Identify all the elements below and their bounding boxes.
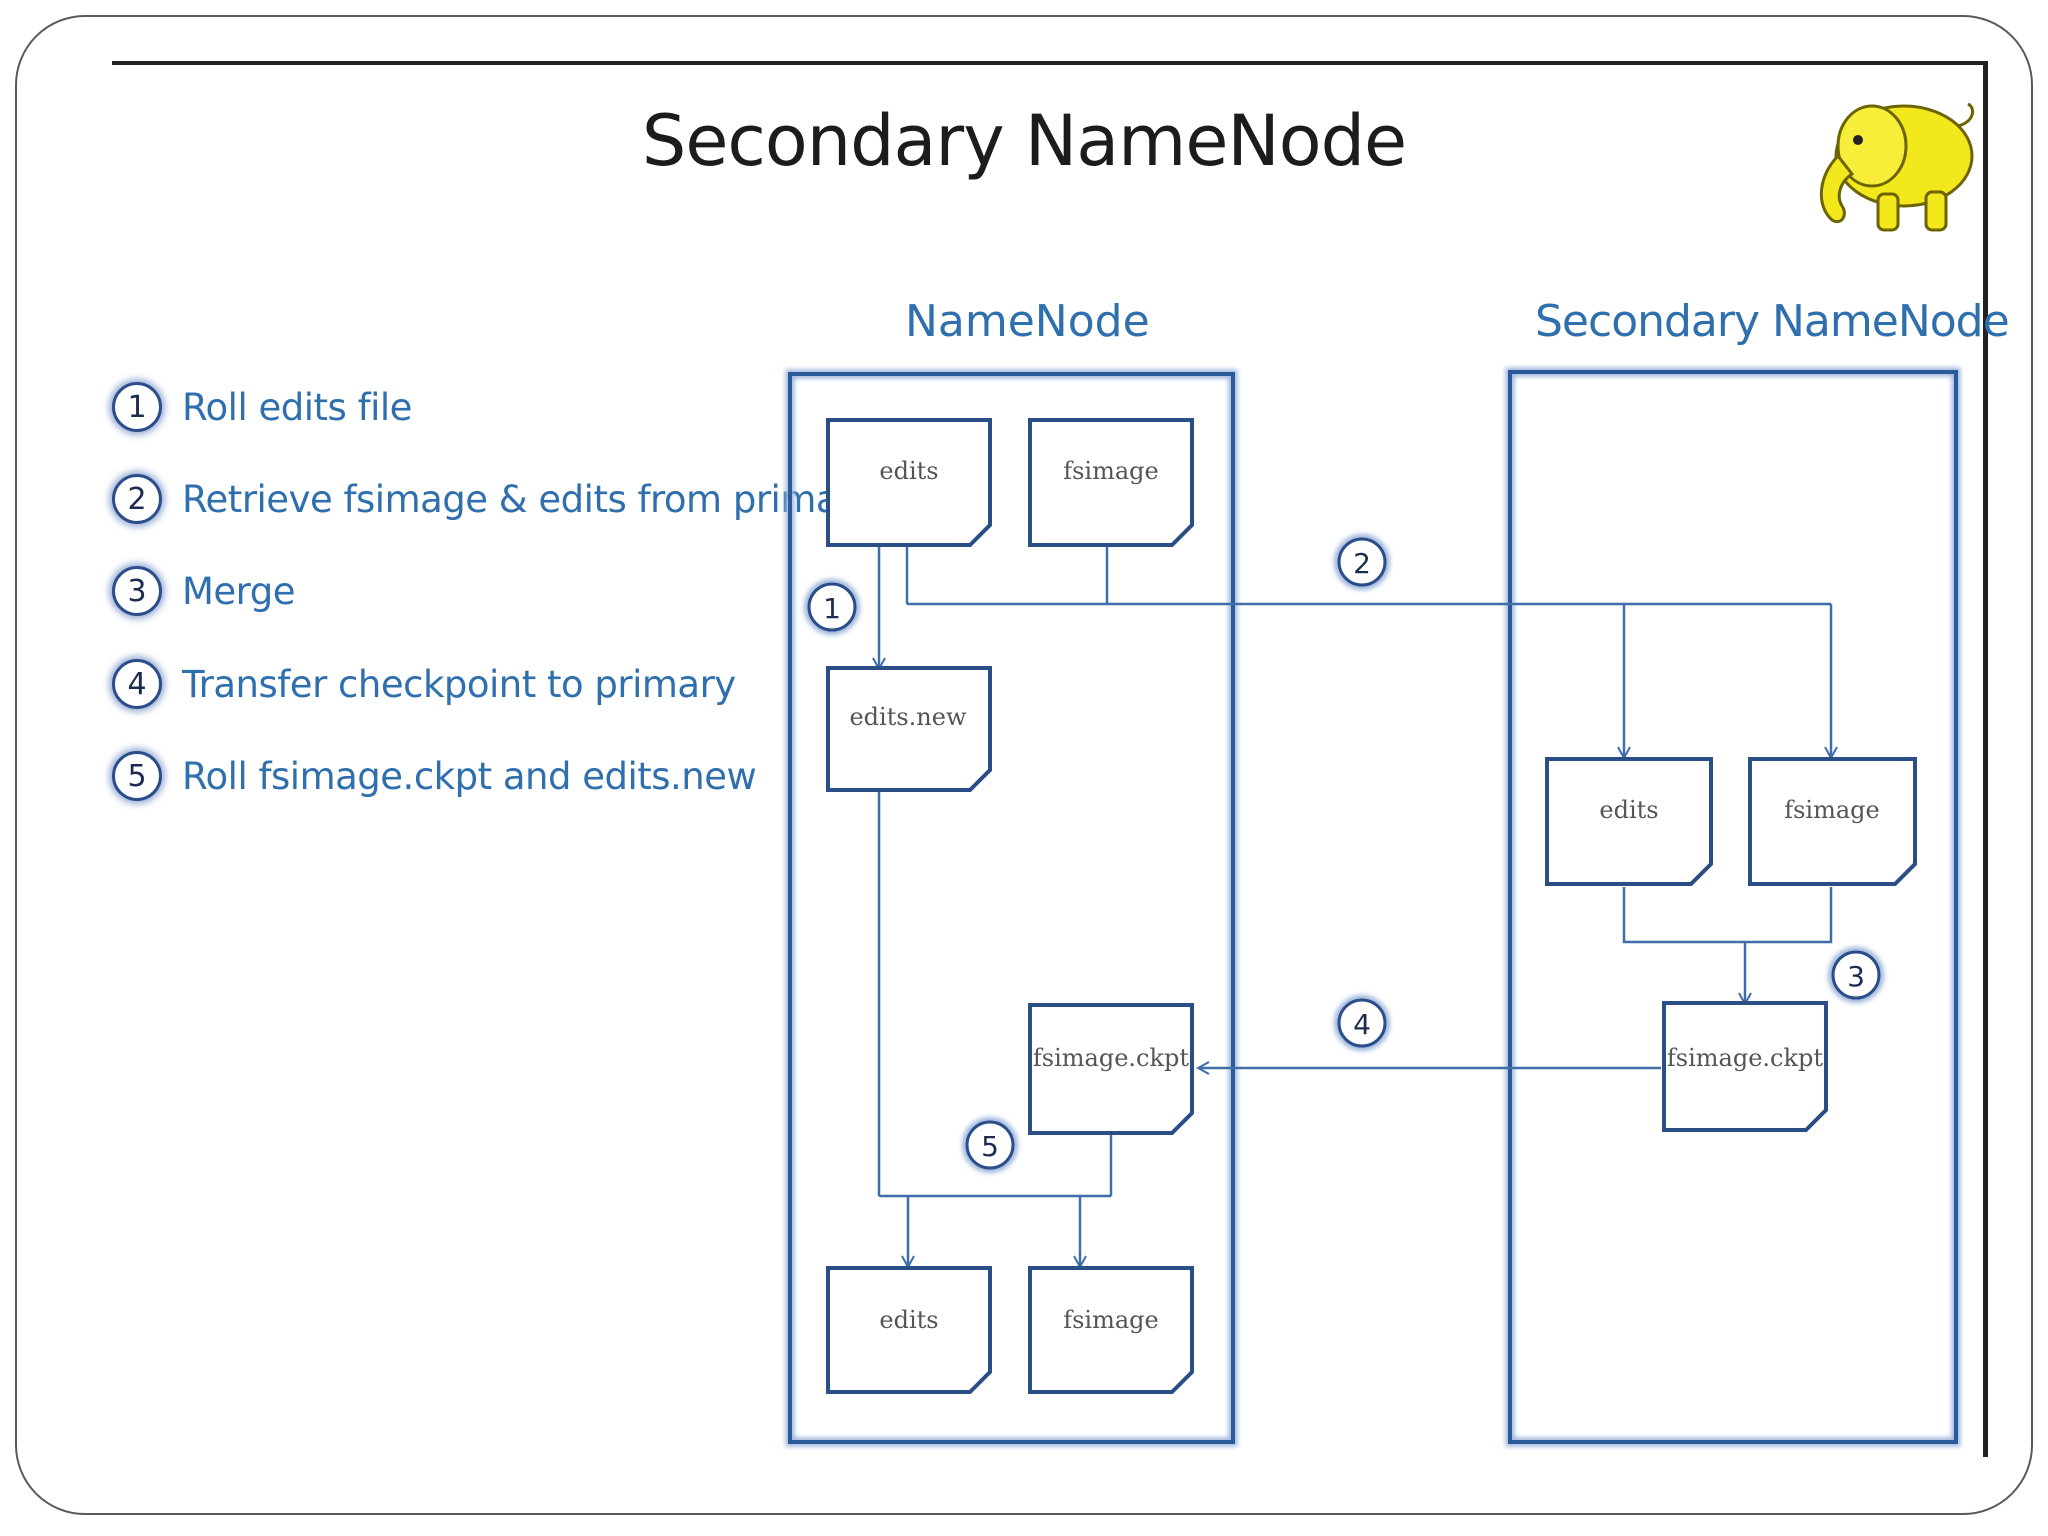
namenode-heading: NameNode [905,296,1150,347]
step-5: 5 Roll fsimage.ckpt and edits.new [112,751,757,801]
step-label: Merge [182,569,296,613]
namenode-container [785,369,1238,1447]
marker-step-2: 2 [1334,534,1390,590]
step-number-badge: 2 [112,474,162,524]
step-4: 4 Transfer checkpoint to primary [112,659,736,709]
file-label: edits.new [849,703,966,731]
connector-merge-join [1622,887,1833,944]
step-label: Transfer checkpoint to primary [182,662,736,706]
marker-number: 2 [1353,547,1371,580]
file-sn-edits: edits [1545,757,1713,886]
slide-title: Secondary NameNode [641,100,1407,182]
file-label: edits [1599,796,1658,824]
step-1: 1 Roll edits file [112,382,412,432]
file-sn-fsimage: fsimage [1748,757,1917,886]
step-number-badge: 4 [112,659,162,709]
step-label: Roll fsimage.ckpt and edits.new [182,754,757,798]
file-nn-edits: edits [826,418,992,547]
step-label: Roll edits file [182,385,412,429]
file-label: fsimage [1784,796,1880,824]
step-number-badge: 1 [112,382,162,432]
secondary-namenode-heading: Secondary NameNode [1535,296,2010,347]
file-label: fsimage.ckpt [1033,1044,1189,1072]
secondary-namenode-container [1505,367,1961,1447]
file-sn-fsimage-ckpt: fsimage.ckpt [1662,1001,1828,1132]
file-label: fsimage [1063,1306,1159,1334]
step-number-badge: 5 [112,751,162,801]
marker-step-5: 5 [962,1117,1018,1173]
right-rule [1983,61,1988,1457]
file-nn-fsimage: fsimage [1028,418,1194,547]
file-nn-fsimage-ckpt: fsimage.ckpt [1028,1003,1194,1135]
marker-number: 5 [981,1130,999,1163]
file-nn-edits-final: edits [826,1266,992,1394]
file-label: edits [879,1306,938,1334]
file-label: edits [879,457,938,485]
hadoop-elephant-logo [1819,102,1975,232]
marker-number: 3 [1847,960,1865,993]
step-label: Retrieve fsimage & edits from primary [182,477,875,521]
marker-number: 1 [823,592,841,625]
step-2: 2 Retrieve fsimage & edits from primary [112,474,875,524]
marker-number: 4 [1353,1008,1371,1041]
file-nn-edits-new: edits.new [826,666,992,792]
top-rule [112,61,1988,65]
file-label: fsimage.ckpt [1667,1044,1823,1072]
file-nn-fsimage-final: fsimage [1028,1266,1194,1394]
slide-frame [15,15,2033,1515]
marker-step-4: 4 [1334,995,1390,1051]
step-number-badge: 3 [112,566,162,616]
marker-step-3: 3 [1828,947,1884,1003]
file-label: fsimage [1063,457,1159,485]
marker-step-1: 1 [804,579,860,635]
step-3: 3 Merge [112,566,296,616]
